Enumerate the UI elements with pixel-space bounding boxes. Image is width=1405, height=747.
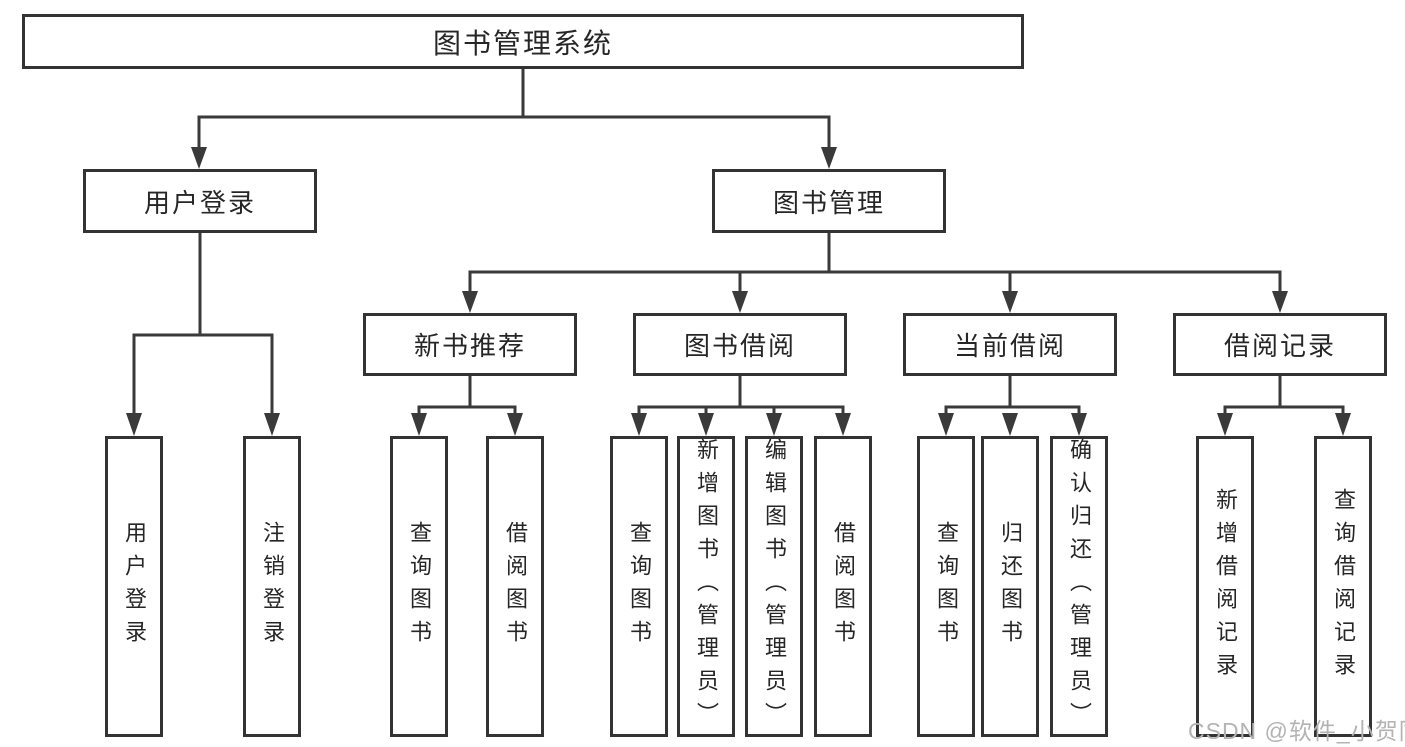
leaf-query-books-recommend: 查询图书 (390, 436, 448, 737)
leaf-label: 新增图书（管理员） (694, 438, 719, 735)
leaf-label: 查询图书 (934, 520, 959, 653)
leaf-label: 注销登录 (260, 520, 285, 653)
leaf-add-books-admin: 新增图书（管理员） (677, 436, 735, 737)
leaf-user-login: 用户登录 (105, 436, 163, 737)
node-book-management: 图书管理 (712, 169, 946, 233)
node-label: 图书借阅 (683, 331, 796, 361)
node-library-management-system: 图书管理系统 (22, 14, 1024, 69)
leaf-label: 编辑图书（管理员） (762, 438, 787, 735)
leaf-label: 查询图书 (407, 520, 432, 653)
node-user-login: 用户登录 (83, 169, 317, 233)
leaf-label: 确认归还（管理员） (1067, 438, 1092, 735)
leaf-borrow-books-borrow: 借阅图书 (814, 436, 872, 737)
leaf-label: 借阅图书 (831, 520, 856, 653)
leaf-query-books-borrow: 查询图书 (610, 436, 668, 737)
leaf-borrow-books-recommend: 借阅图书 (486, 436, 544, 737)
node-label: 用户登录 (143, 187, 256, 218)
node-borrow-records: 借阅记录 (1173, 313, 1387, 376)
node-label: 当前借阅 (953, 331, 1066, 361)
leaf-logout-login: 注销登录 (243, 436, 301, 737)
leaf-label: 用户登录 (122, 520, 147, 653)
leaf-return-books: 归还图书 (981, 436, 1039, 737)
leaf-add-borrow-record: 新增借阅记录 (1196, 436, 1254, 737)
leaf-label: 借阅图书 (503, 520, 528, 653)
leaf-label: 归还图书 (998, 520, 1023, 653)
node-new-book-recommend: 新书推荐 (363, 313, 577, 376)
leaf-edit-books-admin: 编辑图书（管理员） (745, 436, 803, 737)
node-current-borrow: 当前借阅 (903, 313, 1117, 376)
node-label: 新书推荐 (413, 331, 526, 361)
leaf-query-borrow-record: 查询借阅记录 (1314, 436, 1372, 737)
node-book-borrow: 图书借阅 (633, 313, 847, 376)
node-label: 借阅记录 (1223, 331, 1336, 361)
node-label: 图书管理系统 (432, 27, 613, 59)
leaf-label: 查询借阅记录 (1331, 487, 1356, 686)
leaf-label: 新增借阅记录 (1213, 487, 1238, 686)
leaf-query-books-current: 查询图书 (917, 436, 975, 737)
leaf-confirm-return-admin: 确认归还（管理员） (1050, 436, 1108, 737)
csdn-watermark: CSDN @软件_小贺同学 (1188, 718, 1405, 744)
node-label: 图书管理 (772, 187, 885, 218)
leaf-label: 查询图书 (627, 520, 652, 653)
